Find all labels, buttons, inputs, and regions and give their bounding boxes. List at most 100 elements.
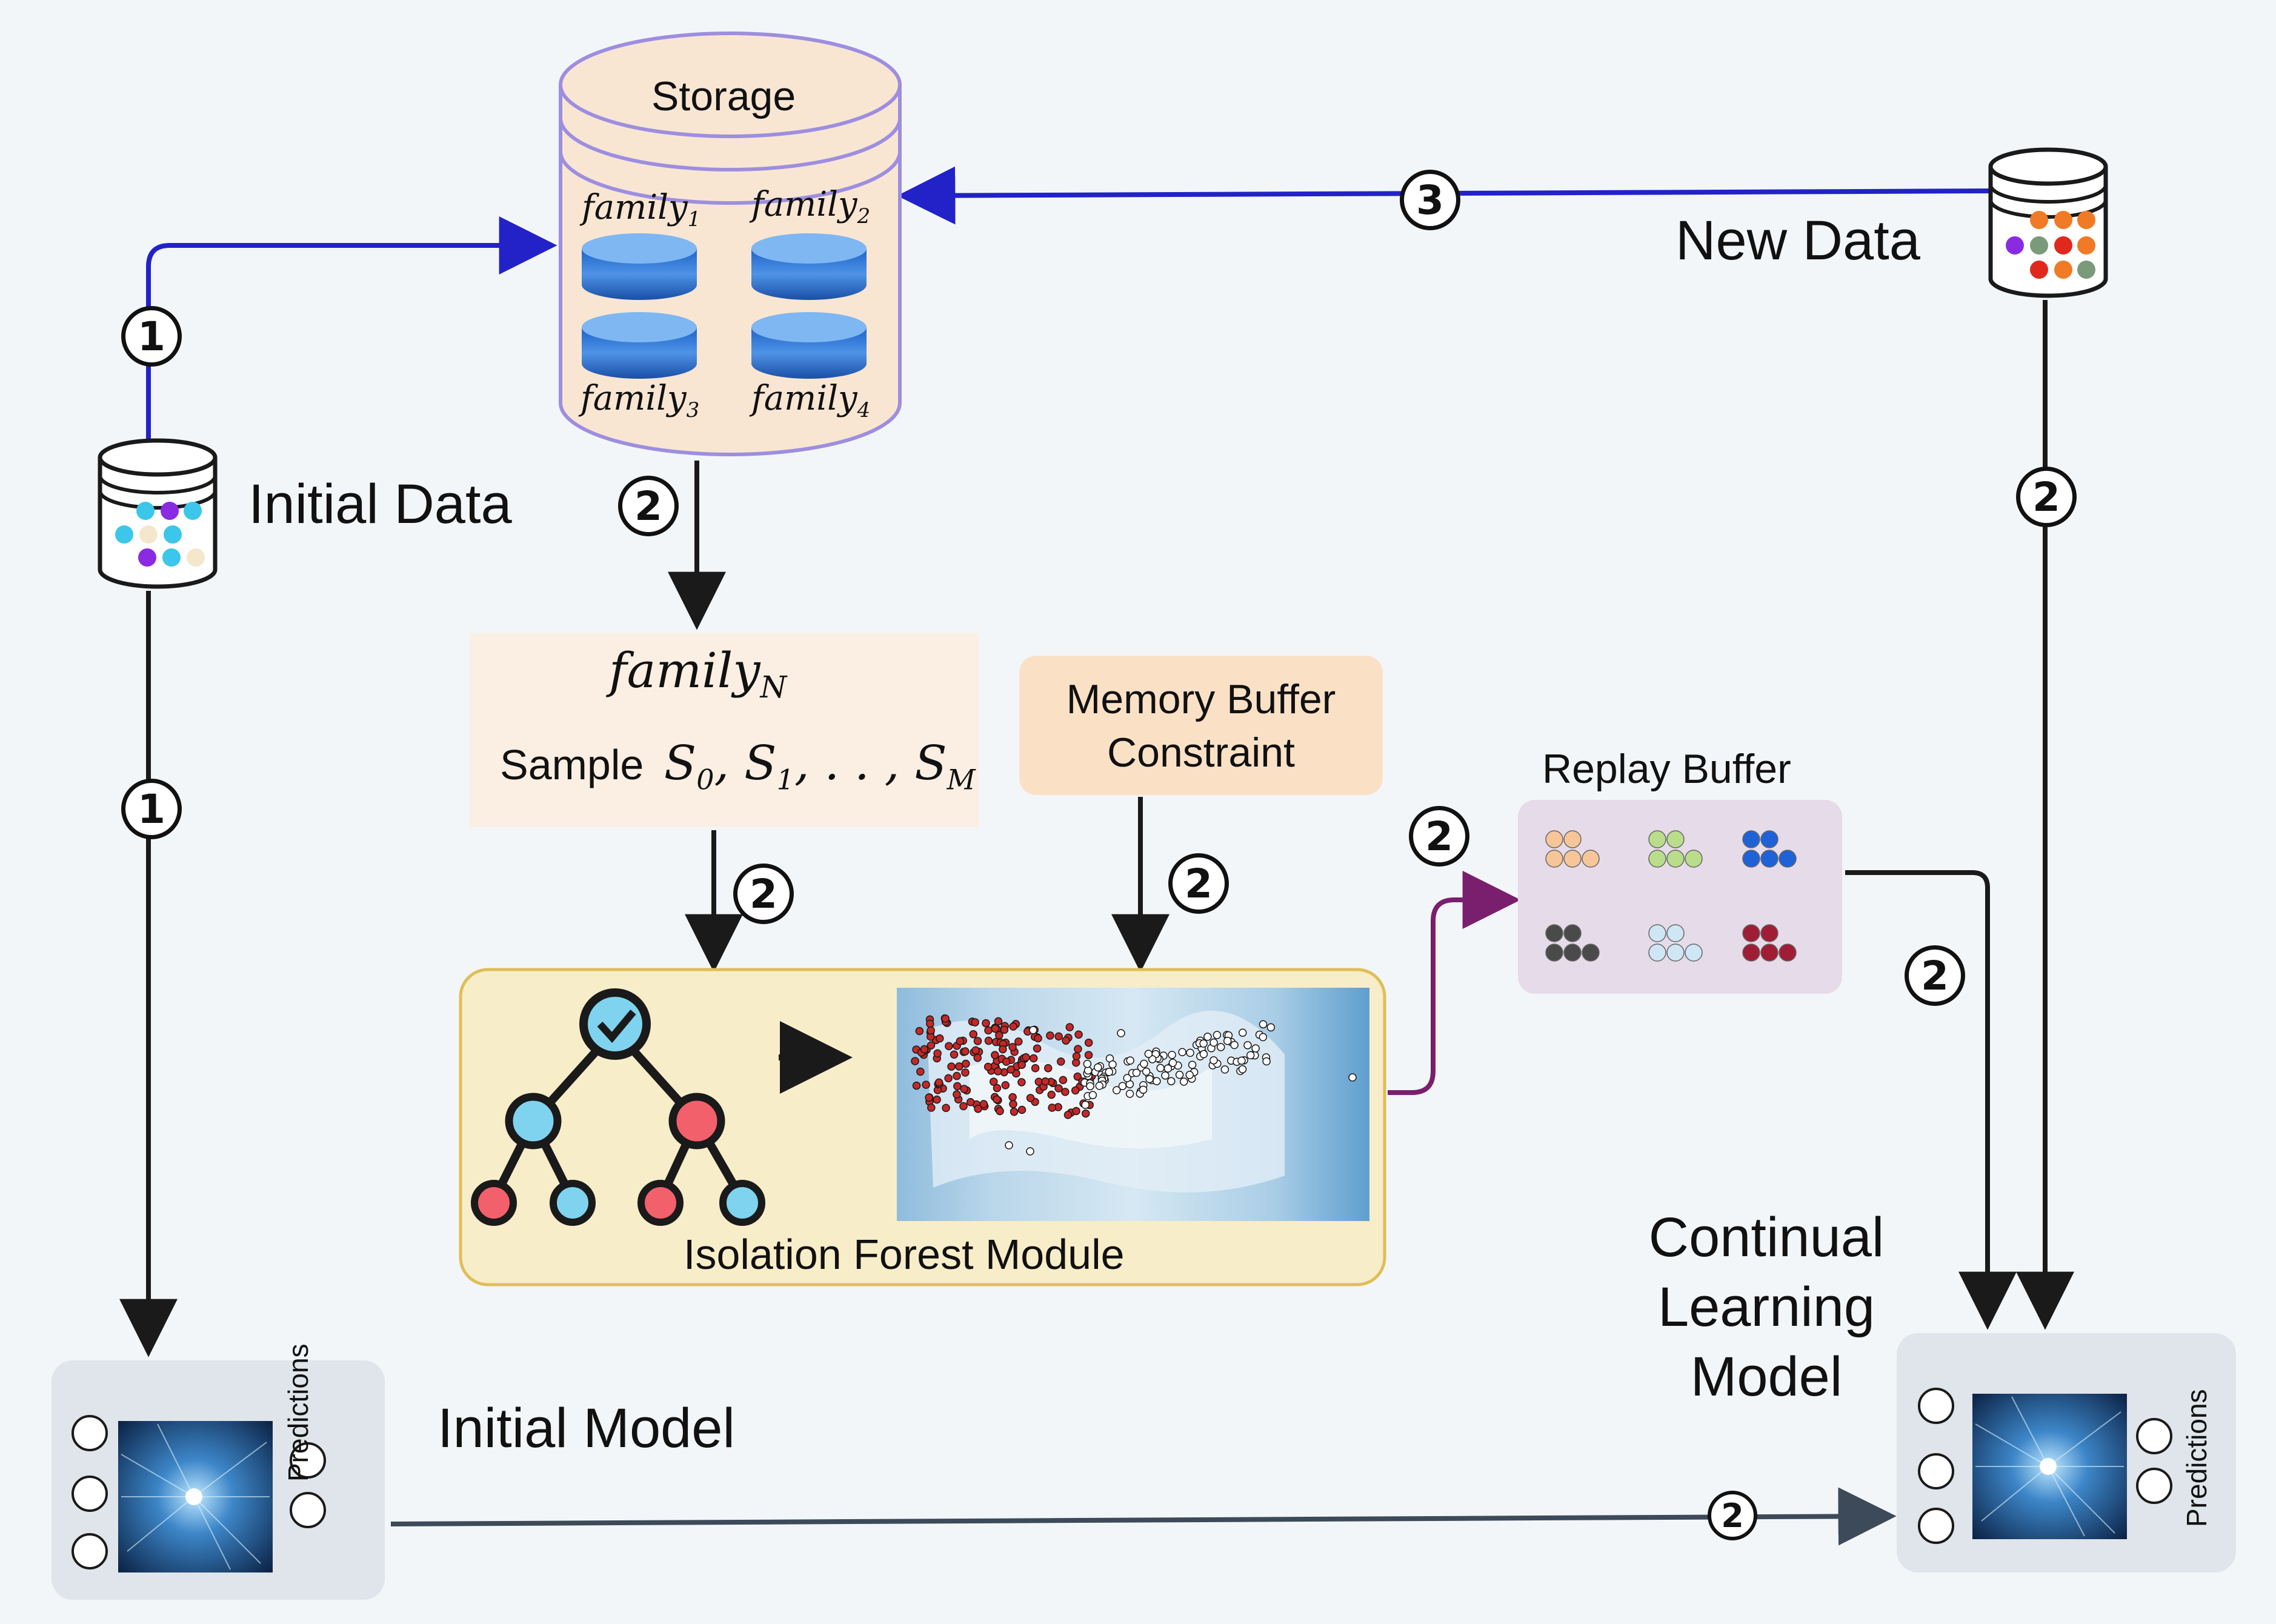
flow-initial-to-continual [390,1487,1897,1546]
plot-point [973,1053,982,1062]
plot-point [1186,1048,1194,1057]
plot-point [1022,1053,1030,1062]
step-badge-2: 2 [1409,806,1469,867]
plot-point [916,1067,925,1076]
plot-point [979,1100,988,1108]
plot-point [1007,1065,1015,1074]
memory-buffer-label: Memory Buffer Constraint [1066,676,1336,776]
plot-point [1238,1028,1247,1037]
replay-sample-dot [1648,943,1666,962]
step-badge-3: 3 [1400,170,1460,230]
plot-point [1014,1037,1023,1046]
plot-point [966,1097,975,1107]
plot-point [1029,1026,1037,1034]
sampler-sample-label: Sample S0, S1, . . , SM [500,736,976,796]
plot-point [1062,1036,1070,1045]
plot-point [1108,1060,1117,1069]
plot-point [1168,1059,1177,1067]
initial-model-input-nodes [72,1415,326,1569]
plot-point [994,1067,1002,1076]
plot-point [1166,1077,1176,1085]
plot-point [953,1082,962,1091]
replay-sample-dot [1666,943,1685,962]
plot-point [1054,1084,1063,1093]
plot-point [1188,1060,1197,1069]
plot-point [1094,1063,1102,1072]
plot-point [1348,1073,1357,1082]
plot-point [982,1019,990,1028]
disk-icon [751,233,867,300]
plot-point [1259,1020,1268,1029]
plot-point [1156,1063,1165,1073]
plot-point [950,1050,959,1059]
replay-sample-dot [1760,943,1779,962]
replay-sample-dot [1779,850,1797,868]
replay-buffer-groups [1545,830,1797,962]
plot-point [1073,1072,1082,1081]
plot-point [927,1041,936,1050]
plot-point [953,1071,961,1080]
continual-model-network-icon [1972,1394,2127,1539]
replay-sample-dot [1742,924,1760,942]
plot-point [1266,1023,1276,1032]
plot-point [1125,1090,1134,1098]
replay-sample-dot [1742,943,1760,962]
plot-point [1005,1141,1013,1150]
flow-replay-to-continual [1845,870,2017,1330]
plot-point [1074,1045,1082,1053]
plot-point [984,1026,993,1035]
step-badge-2: 2 [2016,467,2077,527]
isolation-forest-label: Isolation Forest Module [684,1231,1125,1278]
plot-point [995,1031,1003,1040]
plot-point [1065,1023,1074,1031]
plot-point [971,1018,979,1027]
flow-initial-to-storage [146,216,557,439]
plot-point [991,1024,1000,1033]
plot-point [1105,1068,1114,1076]
replay-sample-dot [1760,850,1779,868]
replay-sample-dot [1666,924,1685,942]
plot-point [1220,1065,1230,1074]
plot-point [959,1102,968,1111]
replay-sample-dot [1648,924,1666,942]
plot-point [1199,1039,1208,1048]
new-data-jar-icon [1988,147,2108,298]
plot-point [1178,1048,1186,1057]
plot-point [960,1085,968,1093]
plot-point [1083,1059,1092,1068]
plot-point [1001,1081,1010,1090]
plot-point [1199,1050,1208,1059]
continual-model-label: Continual Learning Model [1648,1206,1885,1408]
plot-point [973,1037,982,1045]
plot-point [974,1105,982,1113]
plot-point [1046,1031,1054,1040]
plot-point [1140,1059,1148,1068]
family-4-label: family4 [751,379,871,423]
initial-model-label: Initial Model [438,1397,735,1459]
plot-point [1132,1068,1141,1077]
plot-point [969,1030,978,1039]
family-3-label: family3 [581,379,700,423]
plot-point [1168,1051,1176,1059]
plot-point [1008,1043,1017,1051]
plot-point [1034,1034,1042,1043]
sampler-family-label: familyN [609,642,787,705]
plot-point [922,1080,930,1089]
plot-point [927,1103,936,1112]
plot-point [1063,1111,1073,1119]
plot-point [945,1042,953,1051]
plot-point [971,1046,980,1055]
step-badge-2: 2 [733,864,794,924]
plot-point [920,1045,929,1054]
plot-point [1246,1051,1255,1060]
plot-point [1072,1107,1080,1116]
replay-sample-dot [1582,850,1600,868]
storage-title: Storage [651,73,796,119]
plot-point [1026,1094,1035,1102]
plot-point [1243,1041,1252,1050]
plot-point [1112,1086,1121,1094]
plot-point [942,1103,950,1113]
plot-point [1210,1056,1218,1065]
plot-points [911,1014,1357,1156]
plot-point [1061,1088,1070,1096]
